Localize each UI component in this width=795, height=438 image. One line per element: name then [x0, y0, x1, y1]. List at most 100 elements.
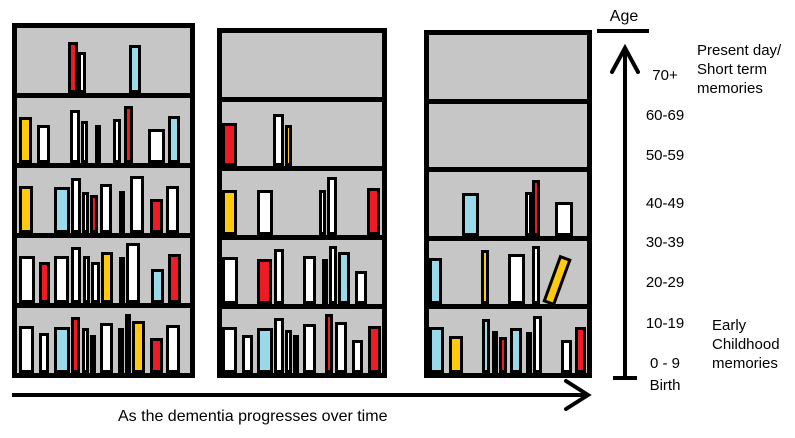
bookcase-1 [12, 23, 195, 378]
red-book [90, 335, 96, 373]
timeline-caption: As the dementia progresses over time [118, 408, 388, 425]
white-book [148, 129, 165, 163]
red-book [39, 262, 50, 303]
white-book [70, 110, 80, 163]
white-book [335, 322, 347, 373]
blue-book [429, 326, 444, 373]
white-book [37, 125, 50, 163]
white-book [355, 271, 367, 304]
blue-book [129, 45, 141, 93]
bookcase-3 [424, 30, 592, 378]
white-book [71, 247, 81, 303]
yellow-book [481, 250, 489, 305]
shelf [429, 103, 587, 173]
shelf [222, 33, 382, 102]
red-book [90, 195, 98, 233]
blue-book [462, 192, 479, 236]
blue-book [151, 269, 164, 303]
age-tick-20-29: 20-29 [645, 274, 685, 291]
white-book [119, 257, 125, 303]
yellow-book [19, 186, 33, 233]
yellow-book [222, 190, 237, 235]
shelf [429, 309, 587, 373]
white-book [100, 184, 112, 233]
age-tick-70-plus: 70+ [652, 67, 678, 84]
yellow-book [542, 255, 572, 307]
red-book [257, 259, 272, 304]
white-book [293, 335, 299, 373]
red-book [68, 42, 78, 93]
shelf [17, 28, 190, 98]
right-arrowhead-icon [564, 379, 592, 411]
white-book [327, 177, 337, 235]
age-tick-50-59: 50-59 [645, 147, 685, 164]
red-book [222, 123, 237, 166]
white-book [125, 314, 131, 373]
white-book [257, 190, 273, 235]
red-book [499, 336, 507, 373]
white-book [533, 315, 542, 373]
red-book [150, 199, 163, 233]
white-book [492, 330, 498, 373]
age-tick-40-49: 40-49 [645, 195, 685, 212]
shelf [17, 238, 190, 308]
white-book [222, 257, 238, 304]
yellow-book [101, 252, 113, 303]
white-book [242, 335, 253, 373]
shelf [429, 35, 587, 104]
early-childhood-annotation: Early Childhood memories [712, 317, 780, 372]
blue-book [257, 328, 273, 373]
blue-book [322, 259, 328, 304]
white-book [130, 176, 144, 233]
white-book [100, 323, 113, 373]
blue-book [338, 252, 350, 304]
white-book [82, 328, 89, 373]
red-book [368, 326, 381, 373]
blue-book [482, 318, 490, 373]
white-book [525, 191, 532, 236]
white-book [82, 192, 89, 233]
white-book [222, 327, 237, 373]
blue-book [429, 258, 442, 305]
time-axis-arrow [12, 379, 592, 411]
red-book [325, 314, 333, 373]
blue-book [54, 187, 70, 233]
white-book [71, 178, 81, 233]
shelf [222, 309, 382, 373]
yellow-book [19, 117, 32, 163]
white-book [561, 339, 572, 373]
shelf [429, 172, 587, 241]
age-tick-10-19: 10-19 [645, 315, 685, 332]
red-book [367, 188, 380, 235]
shelf [17, 308, 190, 373]
age-tick-60-69: 60-69 [645, 107, 685, 124]
white-book [54, 256, 69, 303]
white-book [303, 256, 316, 304]
yellow-book [285, 125, 292, 166]
white-book [119, 191, 125, 233]
shelf [222, 102, 382, 171]
blue-book [168, 116, 180, 163]
white-book [508, 254, 525, 305]
white-book [83, 256, 90, 303]
white-book [126, 243, 140, 303]
bookcase-2 [217, 28, 387, 378]
shelf [222, 171, 382, 240]
white-book [19, 326, 34, 373]
white-book [39, 333, 49, 373]
white-book [91, 262, 100, 303]
blue-book [54, 327, 70, 373]
yellow-book [118, 328, 124, 373]
white-book [166, 325, 180, 373]
shelf [222, 240, 382, 309]
red-book [150, 338, 163, 373]
white-book [78, 52, 86, 93]
age-tick-birth: Birth [649, 377, 681, 394]
white-book [352, 340, 363, 373]
age-tick-30-39: 30-39 [645, 234, 685, 251]
up-arrowhead-icon [610, 43, 640, 74]
white-book [303, 324, 316, 373]
white-book [555, 201, 573, 236]
white-book [81, 121, 88, 163]
